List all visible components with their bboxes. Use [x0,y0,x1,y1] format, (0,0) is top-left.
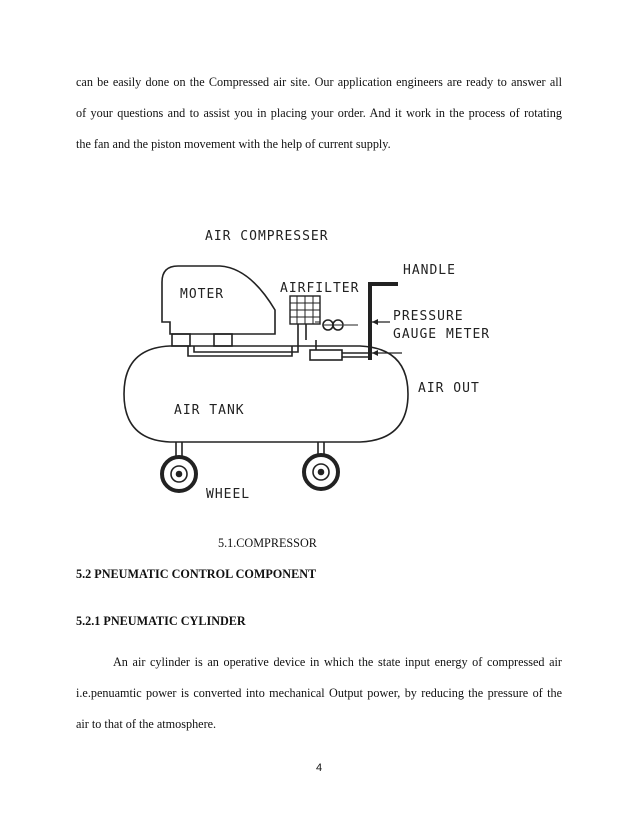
air-filter [289,295,321,346]
section-heading-5-2-1: 5.2.1 PNEUMATIC CYLINDER [76,614,246,628]
motor-mount-left [171,333,191,347]
wheel-right [302,453,340,491]
arrow-pressure-head [372,319,378,325]
figure-title-label: AIR COMPRESSER [205,229,329,244]
motor-label: MOTER [180,287,224,302]
pressure-label: PRESSURE [393,309,464,324]
motor-mount-right [213,333,233,347]
air-tank [123,345,409,443]
body-text-line: of your questions and to assist you in p… [76,106,562,120]
page-number: 4 [315,762,323,774]
airfilter-label: AIRFILTER [280,281,359,296]
pipe-motor-filter-inner [193,346,299,353]
body-text-line: i.e.penuamtic power is converted into me… [76,686,562,700]
air-tank-label: AIR TANK [174,403,245,418]
figure-caption: 5.1.COMPRESSOR [218,536,317,550]
body-text-line: An air cylinder is an operative device i… [113,655,562,669]
wheel-left [160,455,198,493]
body-text-line: can be easily done on the Compressed air… [76,75,562,89]
pipe-motor-filter [187,346,293,357]
body-text-line: air to that of the atmosphere. [76,717,217,731]
air-out-label: AIR OUT [418,381,480,396]
air-out-valve [309,349,343,361]
section-heading-5-2: 5.2 PNEUMATIC CONTROL COMPONENT [76,567,317,581]
gauge-meter-label: GAUGE METER [393,327,490,342]
pressure-gauges [315,319,358,331]
body-text-line: the fan and the piston movement with the… [76,137,391,151]
motor-housing [161,265,276,335]
arrow-air-out-head [372,350,378,356]
handle-label: HANDLE [403,263,456,278]
air-compressor-figure: AIR COMPRESSER MOTER AIRFILTER HANDLE PR… [123,229,490,502]
wheel-label: WHEEL [206,487,250,502]
